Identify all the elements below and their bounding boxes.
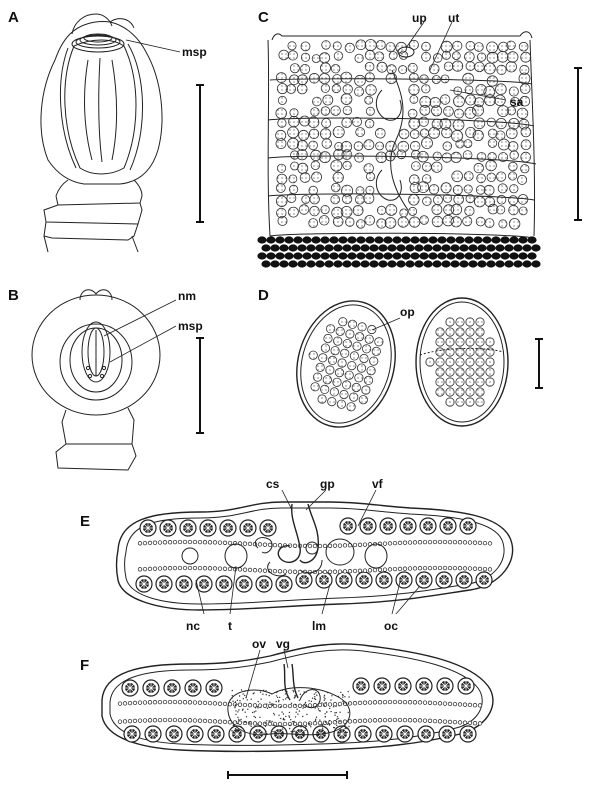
panel-e-vitelline-follicles <box>135 517 493 593</box>
panel-c-eggs <box>275 39 532 230</box>
label-e-t: t <box>228 619 232 633</box>
egg-capsule-left <box>296 300 396 428</box>
label-e-vf: vf <box>372 477 384 491</box>
panel-e-cross-section-drawing: E cs gp vf nc t lm oc <box>80 477 514 633</box>
label-e-lm: lm <box>312 619 326 633</box>
label-c-sa: sa <box>510 95 524 109</box>
panel-b-scolex-drawing: B nm msp <box>8 287 204 471</box>
label-e-nc: nc <box>186 619 200 633</box>
label-d-op: op <box>400 305 415 319</box>
panel-c-dark-egg-band <box>257 236 541 268</box>
label-c-ut: ut <box>448 11 459 25</box>
panel-letter-b: B <box>8 287 19 304</box>
panel-d-egg-capsules-drawing: D op <box>258 287 543 428</box>
panel-e-longitudinal-muscle-chain <box>137 539 493 575</box>
label-e-oc: oc <box>384 619 398 633</box>
label-c-up: up <box>412 11 427 25</box>
panel-f-ovary <box>231 689 350 735</box>
panel-letter-a: A <box>8 9 19 26</box>
panel-c-proglottid-drawing: C up ut sa <box>257 9 582 268</box>
panel-f-cross-section-drawing: F ov vg <box>80 637 494 779</box>
panel-letter-c: C <box>258 9 269 26</box>
panel-f-vitelline-follicles <box>121 677 477 743</box>
panel-letter-f: F <box>80 657 89 674</box>
label-e-gp: gp <box>320 477 335 491</box>
panel-a-scolex-drawing: A msp <box>8 9 207 253</box>
label-b-nm: nm <box>178 289 196 303</box>
panel-letter-e: E <box>80 513 90 530</box>
panel-d-eggs <box>308 317 495 412</box>
label-b-msp: msp <box>178 319 203 333</box>
panel-f-longitudinal-muscle-chain <box>117 699 483 727</box>
egg-capsule-right <box>415 297 509 427</box>
label-a-msp: msp <box>182 45 207 59</box>
label-f-ov: ov <box>252 637 266 651</box>
label-f-vg: vg <box>276 637 290 651</box>
label-e-cs: cs <box>266 477 280 491</box>
panel-letter-d: D <box>258 287 269 304</box>
